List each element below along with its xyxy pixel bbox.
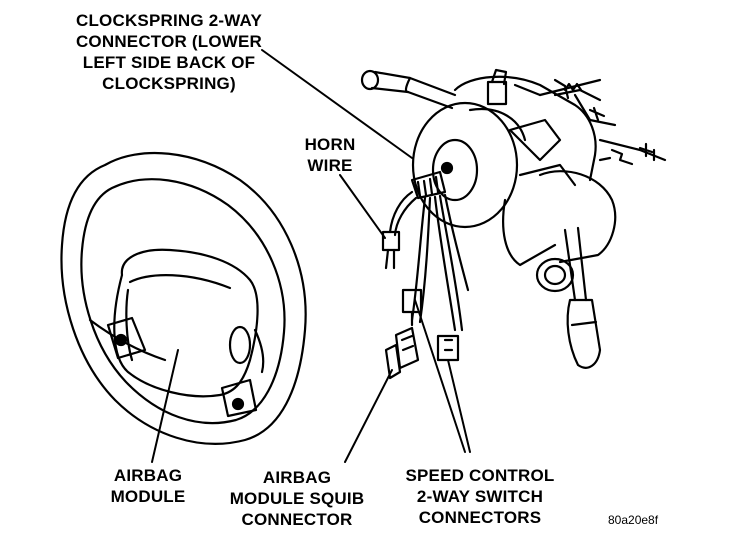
steering-wheel	[60, 151, 307, 445]
label-line: AIRBAG	[262, 468, 332, 487]
steering-column	[453, 75, 667, 293]
clockspring	[411, 101, 527, 229]
figure-code: 80a20e8f	[608, 513, 659, 527]
upper-connectors	[486, 68, 570, 106]
label-squib-connector: AIRBAG MODULE SQUIB CONNECTOR	[222, 467, 372, 530]
label-line: 2-WAY SWITCH	[416, 487, 544, 506]
label-line: CLOCKSPRING)	[102, 74, 236, 93]
label-line: MODULE SQUIB	[229, 489, 365, 508]
label-speed-control-connectors: SPEED CONTROL 2-WAY SWITCH CONNECTORS	[390, 465, 570, 528]
label-line: LEFT SIDE BACK OF	[82, 53, 256, 72]
label-line: MODULE	[110, 487, 186, 506]
label-line: CONNECTOR (LOWER	[75, 32, 263, 51]
turn-signal-stalk	[360, 69, 457, 110]
label-clockspring-connector: CLOCKSPRING 2-WAY CONNECTOR (LOWER LEFT …	[66, 10, 272, 94]
label-line: AIRBAG	[113, 466, 183, 485]
label-line: SPEED CONTROL	[405, 466, 555, 485]
label-airbag-module: AIRBAG MODULE	[98, 465, 198, 507]
airbag-module	[106, 248, 259, 418]
label-line: CONNECTORS	[418, 508, 542, 527]
label-line: CONNECTOR	[241, 510, 353, 529]
leader-lines	[151, 49, 471, 463]
wiring-harness	[381, 170, 470, 380]
label-line: WIRE	[307, 156, 353, 175]
label-horn-wire: HORN WIRE	[298, 134, 362, 176]
label-line: HORN	[304, 135, 356, 154]
right-harness-connectors	[563, 82, 656, 166]
label-line: CLOCKSPRING 2-WAY	[75, 11, 263, 30]
speed-control-lever	[563, 226, 602, 369]
